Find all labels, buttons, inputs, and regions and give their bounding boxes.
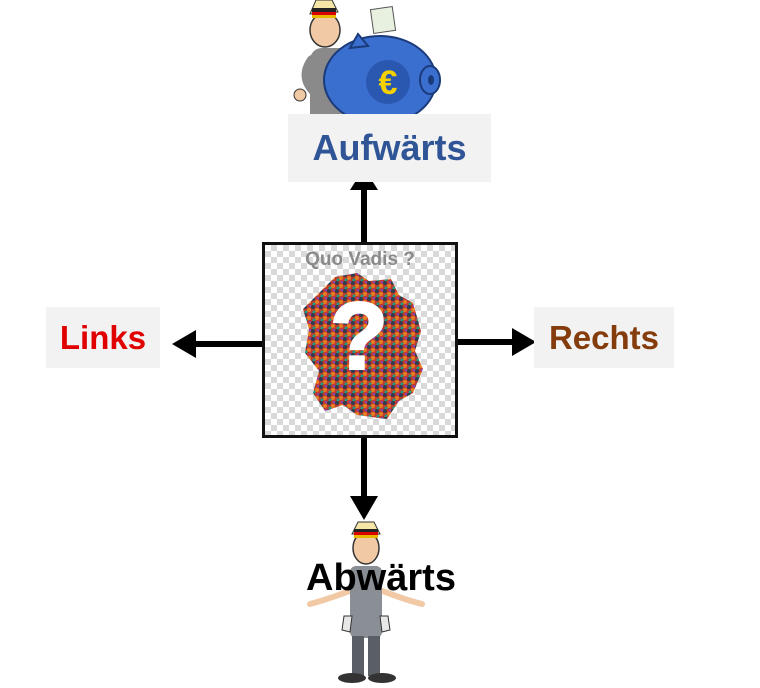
question-mark-icon: ?: [330, 283, 389, 390]
label-rechts: Rechts: [534, 307, 674, 368]
germany-shape: [303, 273, 423, 419]
quo-vadis-box: Quo Vadis ? ?: [262, 242, 458, 438]
label-aufwaerts: Aufwärts: [288, 114, 491, 182]
shoe-right: [368, 673, 396, 683]
empty-pocket-right: [379, 615, 391, 633]
shoe-left: [338, 673, 366, 683]
man-body: [350, 566, 382, 638]
quo-vadis-title: Quo Vadis ?: [305, 249, 415, 270]
label-links: Links: [46, 307, 160, 368]
germany-map-crowd-icon: ?: [303, 273, 423, 419]
euro-icon: €: [379, 64, 398, 102]
arrow-left-icon: [172, 330, 262, 358]
label-links-text: Links: [59, 318, 147, 356]
empty-pocket-left: [341, 615, 353, 633]
label-rechts-text: Rechts: [548, 318, 660, 356]
label-abwaerts: Abwärts: [290, 555, 472, 601]
arrow-down-icon: [350, 438, 378, 520]
arrow-right-icon: [458, 328, 536, 356]
label-aufwaerts-text: Aufwärts: [312, 127, 467, 168]
label-abwaerts-text: Abwärts: [306, 556, 456, 599]
man-empty-pockets-illustration: [307, 521, 425, 683]
